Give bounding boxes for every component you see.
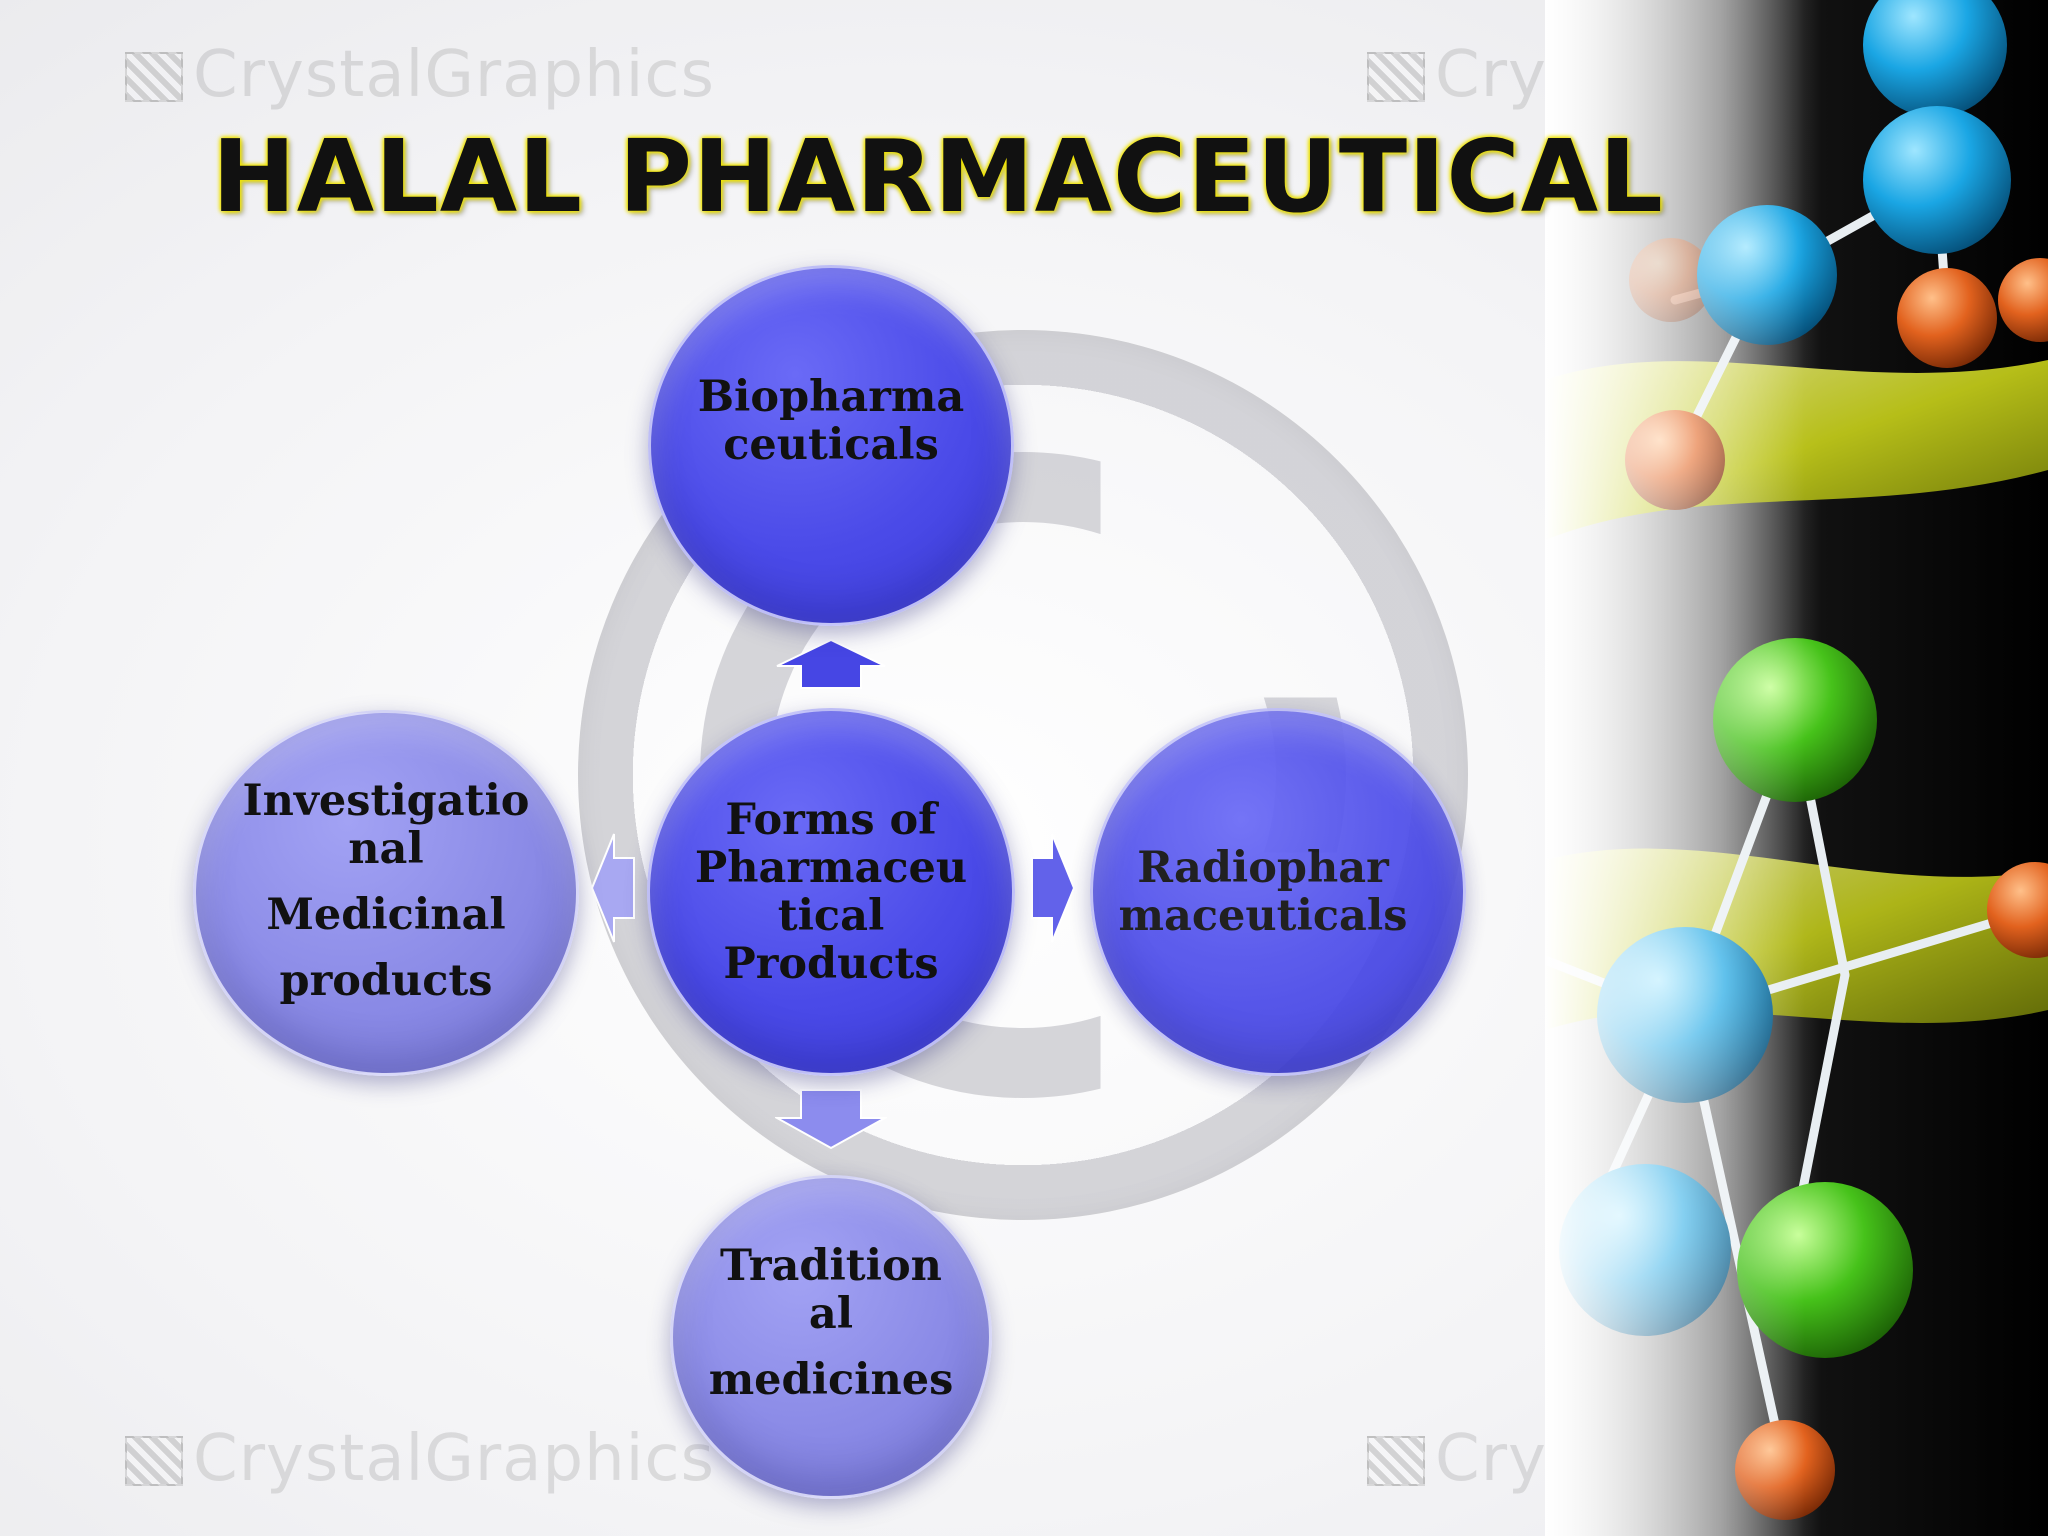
panel-fade (1545, 0, 1805, 1536)
node-center-label: Forms of Pharmaceu tical Products (685, 796, 977, 988)
node-center-line-3: tical (777, 891, 885, 941)
node-center: Forms of Pharmaceu tical Products (647, 708, 1015, 1076)
crystalgraphics-logo-icon (125, 1436, 183, 1486)
watermark-bottom-left: CrystalGraphics (125, 1422, 715, 1496)
node-top: Biopharma ceuticals (648, 265, 1014, 626)
node-bottom-line-2: al (808, 1289, 854, 1339)
arrow-up-icon (776, 638, 886, 689)
node-left-label: Investigatio nal Medicinal products (233, 777, 540, 1005)
node-center-line-1: Forms of (725, 795, 937, 845)
watermark-top-left: CrystalGraphics (125, 38, 715, 112)
node-right: Radiophar maceuticals (1090, 708, 1466, 1076)
node-right-line-2: maceuticals (1118, 891, 1408, 941)
node-center-line-2: Pharmaceu (694, 843, 968, 893)
node-left-line-1: Investigatio (242, 776, 530, 826)
node-bottom-line-3: medicines (708, 1355, 954, 1405)
node-right-line-1: Radiophar (1137, 843, 1389, 893)
arrow-left-icon (590, 833, 635, 943)
node-left: Investigatio nal Medicinal products (193, 710, 579, 1076)
arrow-right-icon (1031, 833, 1076, 943)
node-bottom-line-1: Tradition (720, 1241, 942, 1291)
node-left-line-3: Medicinal (266, 890, 506, 940)
node-bottom-label: Tradition al medicines (699, 1242, 964, 1404)
node-center-line-4: Products (723, 939, 939, 989)
crystalgraphics-logo-icon (1367, 52, 1425, 102)
crystalgraphics-logo-icon (125, 52, 183, 102)
node-left-line-2: nal (348, 824, 424, 874)
node-top-line-2: ceuticals (723, 419, 939, 470)
arrow-down-icon (775, 1089, 887, 1150)
node-right-label: Radiophar maceuticals (1109, 844, 1418, 940)
node-left-line-4: products (279, 956, 493, 1006)
slide-title: HALAL PHARMACEUTICAL (212, 118, 1664, 235)
crystalgraphics-logo-icon (1367, 1436, 1425, 1486)
node-top-line-1: Biopharma (697, 371, 965, 422)
node-top-label: Biopharma ceuticals (688, 373, 975, 469)
node-bottom: Tradition al medicines (670, 1175, 992, 1499)
